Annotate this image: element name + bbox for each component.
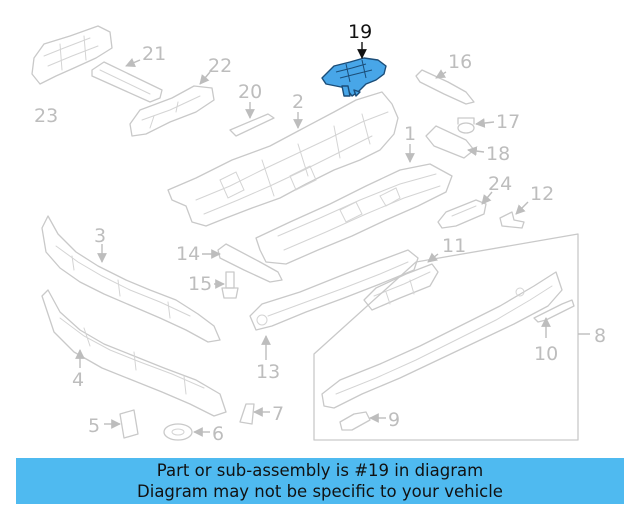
leader-lines — [75, 42, 590, 437]
part-19-shape[interactable] — [321, 57, 387, 97]
part-7-shape[interactable] — [239, 403, 255, 425]
part-13-shape[interactable] — [249, 249, 419, 331]
callout-5: 5 — [88, 415, 100, 437]
part-17-shape[interactable] — [457, 117, 475, 134]
part-9-shape[interactable] — [339, 411, 371, 431]
part-10-shape[interactable] — [533, 299, 575, 323]
callout-9: 9 — [388, 409, 400, 431]
callout-labels: 19 21 22 23 20 2 16 17 18 1 24 12 3 14 1… — [34, 21, 606, 445]
part-2-shape[interactable] — [167, 91, 399, 227]
callout-22: 22 — [208, 55, 232, 77]
callout-21: 21 — [142, 43, 166, 65]
callout-14: 14 — [176, 243, 200, 265]
part-22-shape[interactable] — [129, 85, 215, 137]
callout-1: 1 — [404, 123, 416, 145]
banner-line-1: Part or sub-assembly is #19 in diagram — [156, 461, 484, 480]
part-8-box — [313, 233, 579, 441]
callout-23: 23 — [34, 105, 58, 127]
part-24-shape[interactable] — [437, 199, 487, 229]
callout-2: 2 — [292, 91, 304, 113]
part-3-shape[interactable] — [41, 215, 221, 343]
banner-line-2: Diagram may not be specific to your vehi… — [137, 482, 503, 501]
part-11-shape[interactable] — [363, 263, 439, 311]
part-20-shape[interactable] — [229, 113, 275, 137]
part-16-shape[interactable] — [415, 69, 475, 105]
part-6-shape[interactable] — [163, 423, 193, 441]
callout-12: 12 — [530, 183, 554, 205]
callout-6: 6 — [212, 423, 224, 445]
part-1-shape[interactable] — [255, 163, 453, 265]
callout-8: 8 — [594, 325, 606, 347]
callout-19: 19 — [348, 21, 372, 43]
info-banner: Part or sub-assembly is #19 in diagram D… — [16, 458, 624, 504]
callout-11: 11 — [442, 235, 466, 257]
part-12-shape[interactable] — [499, 211, 525, 229]
parts-diagram: 19 21 22 23 20 2 16 17 18 1 24 12 3 14 1… — [31, 21, 606, 445]
part-4-shape[interactable] — [41, 289, 227, 417]
callout-24: 24 — [488, 173, 512, 195]
part-14-shape[interactable] — [217, 243, 283, 283]
callout-3: 3 — [94, 225, 106, 247]
callout-15: 15 — [188, 273, 212, 295]
part-18-shape[interactable] — [425, 125, 475, 159]
callout-4: 4 — [72, 369, 84, 391]
callout-7: 7 — [272, 403, 284, 425]
callout-16: 16 — [448, 51, 472, 73]
callout-18: 18 — [486, 143, 510, 165]
part-8-shape[interactable] — [321, 271, 563, 409]
callout-13: 13 — [256, 361, 280, 383]
part-23-shape[interactable] — [31, 25, 113, 85]
part-5-shape[interactable] — [119, 409, 139, 439]
callout-20: 20 — [238, 81, 262, 103]
callout-10: 10 — [534, 343, 558, 365]
callout-17: 17 — [496, 111, 520, 133]
part-21-shape[interactable] — [91, 61, 163, 103]
part-15-shape[interactable] — [221, 271, 239, 299]
